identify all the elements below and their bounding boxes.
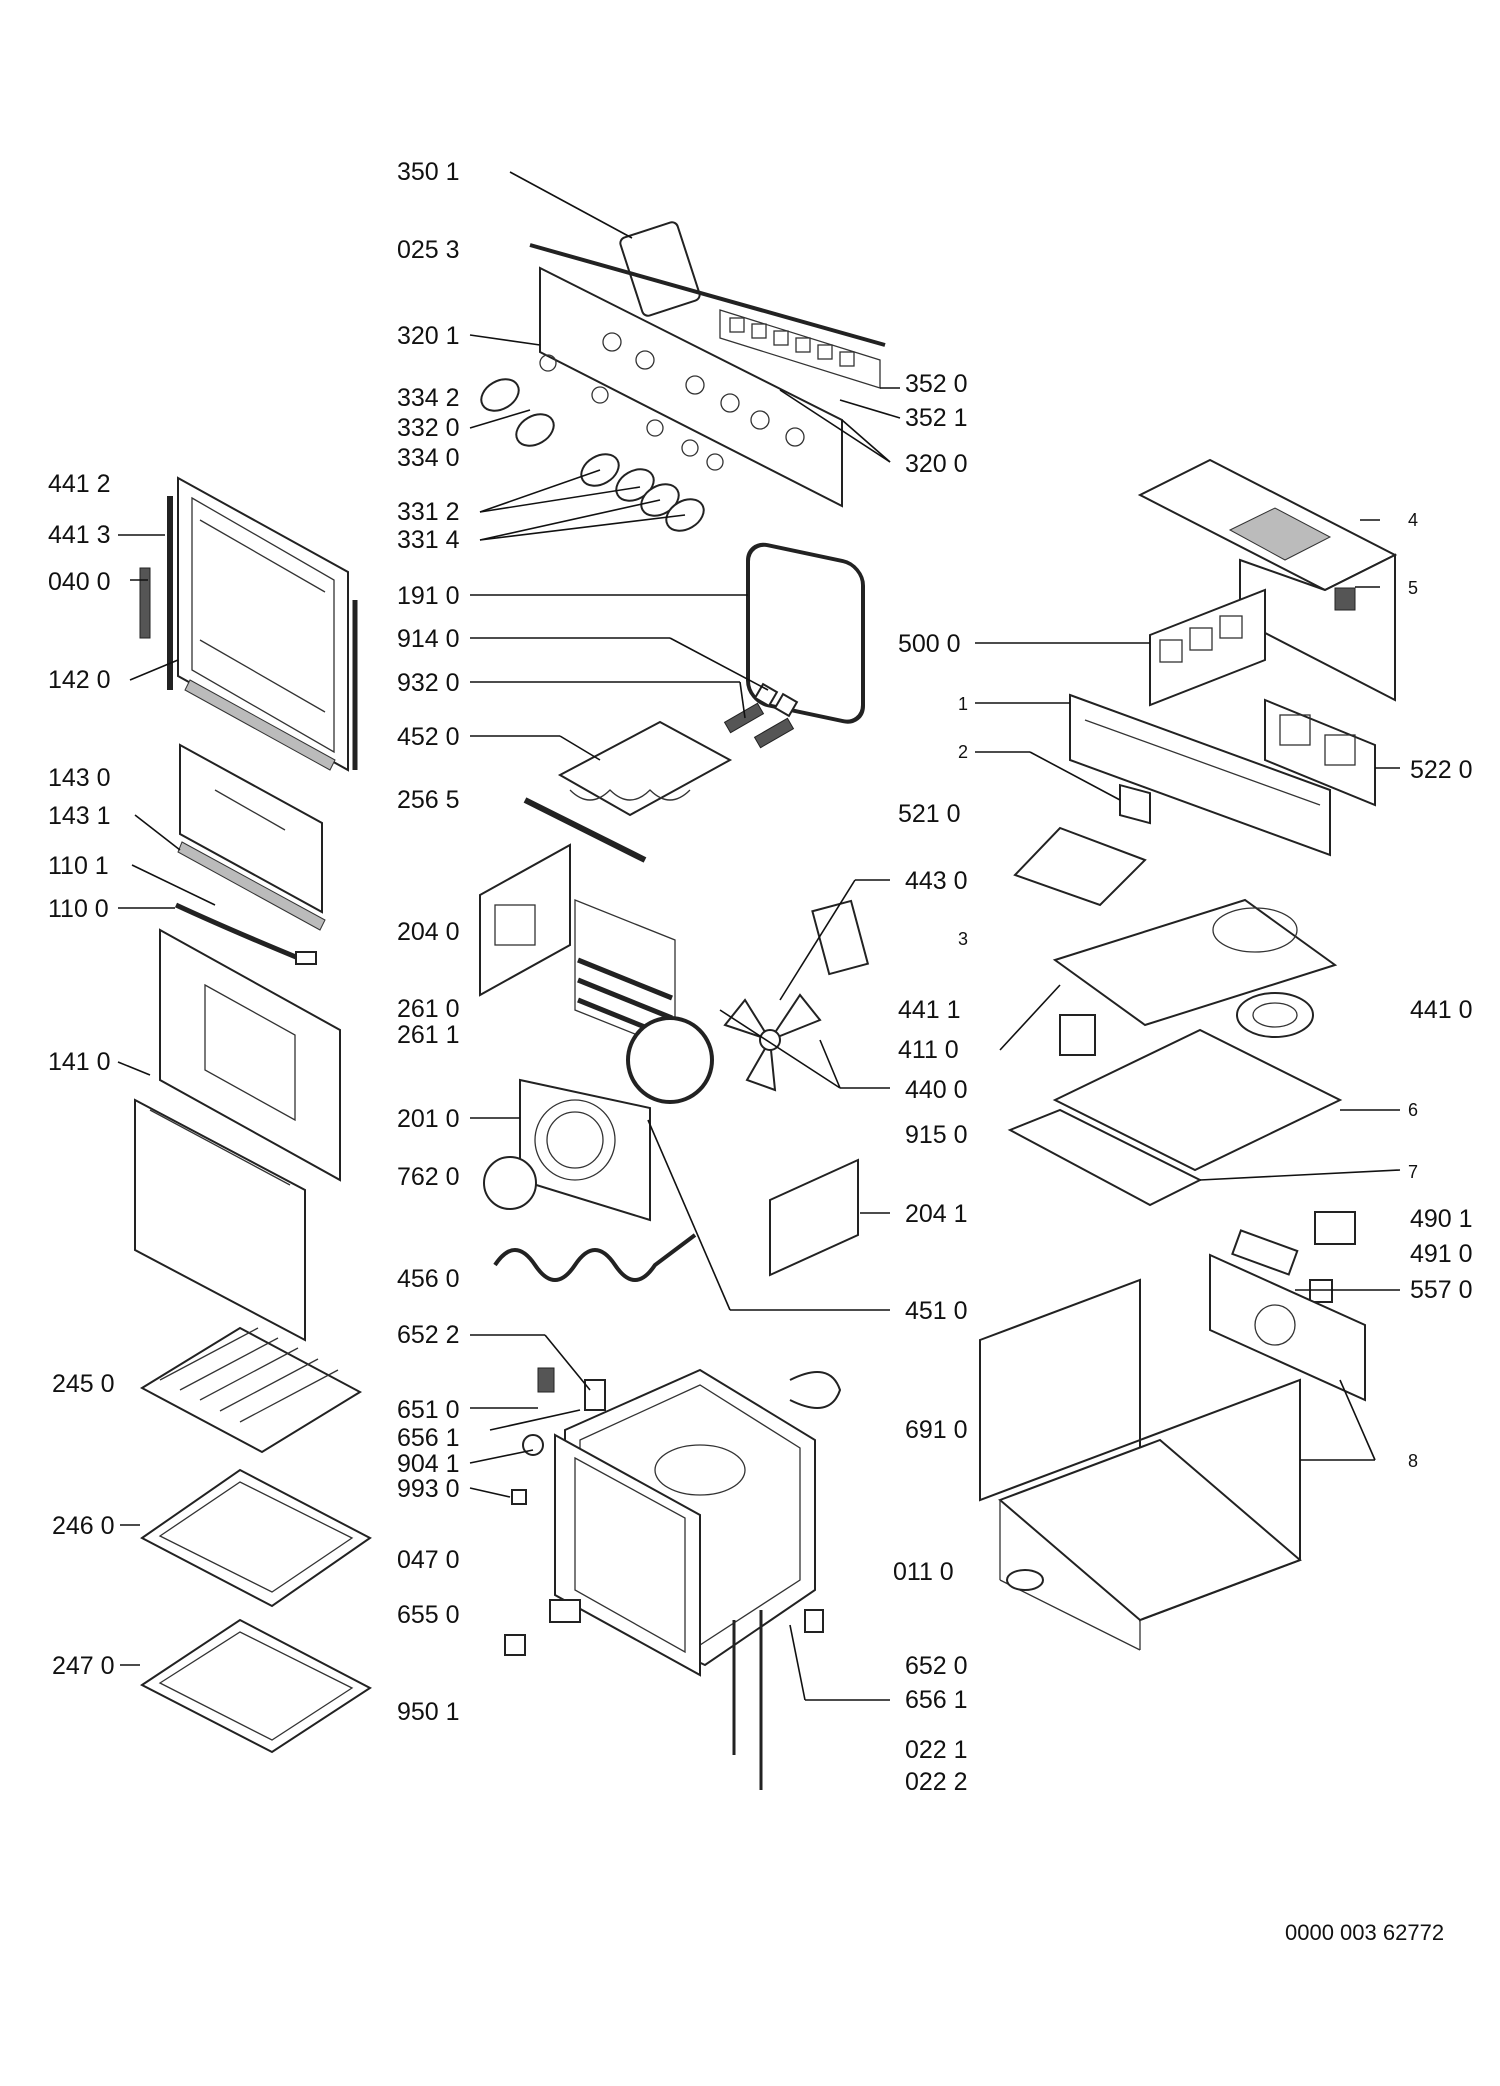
label-557-0: 557 0 [1410,1276,1473,1304]
label-652-2: 652 2 [397,1321,460,1349]
label-204-1: 204 1 [905,1200,968,1228]
label-441-1: 441 1 [898,996,961,1024]
leader-lines [117,171,1401,1701]
label-441-0: 441 0 [1410,996,1473,1024]
housing-parts [979,458,1398,1651]
label-047-0: 047 0 [397,1546,460,1574]
label-651-0: 651 0 [397,1396,460,1424]
label-352-1: 352 1 [905,404,968,432]
label-022-1: 022 1 [905,1736,968,1764]
label-143-0: 143 0 [48,764,111,792]
label-246-0: 246 0 [52,1512,115,1540]
label-352-0: 352 0 [905,370,968,398]
label-022-2: 022 2 [905,1768,968,1796]
label-n4: 4 [1408,510,1418,530]
control-panel [480,221,886,532]
label-110-0: 110 0 [48,895,109,923]
label-191-0: 191 0 [397,582,460,610]
label-n6: 6 [1408,1100,1418,1120]
label-320-1: 320 1 [397,322,460,350]
label-n5: 5 [1408,578,1418,598]
label-011-0: 011 0 [893,1558,954,1586]
label-521-0: 521 0 [898,800,961,828]
label-040-0: 040 0 [48,568,111,596]
label-n7: 7 [1408,1162,1418,1182]
label-142-0: 142 0 [48,666,111,694]
door-assembly [134,476,358,1342]
label-440-0: 440 0 [905,1076,968,1104]
label-411-0: 411 0 [898,1036,959,1064]
label-334-0: 334 0 [397,444,460,472]
label-691-0: 691 0 [905,1416,968,1444]
label-932-0: 932 0 [397,669,460,697]
label-915-0: 915 0 [905,1121,968,1149]
label-247-0: 247 0 [52,1652,115,1680]
label-331-2: 331 2 [397,498,460,526]
label-331-4: 331 4 [397,526,460,554]
label-656-1b: 656 1 [905,1686,968,1714]
part-labels: 350 1 025 3 320 1 334 2 332 0 334 0 331 … [48,158,1473,1945]
document-number: 0000 003 62772 [1285,1920,1444,1945]
label-261-1: 261 1 [397,1021,460,1049]
label-904-1: 904 1 [397,1450,460,1478]
label-914-0: 914 0 [397,625,460,653]
label-655-0: 655 0 [397,1601,460,1629]
label-143-1: 143 1 [48,802,111,830]
label-n8: 8 [1408,1451,1418,1471]
label-110-1: 110 1 [48,852,109,880]
label-441-2: 441 2 [48,470,111,498]
label-n2: 2 [958,742,968,762]
label-652-0: 652 0 [905,1652,968,1680]
label-993-0: 993 0 [397,1475,460,1503]
cavity-parts [479,542,870,1790]
label-762-0: 762 0 [397,1163,460,1191]
label-456-0: 456 0 [397,1265,460,1293]
label-490-1: 490 1 [1410,1205,1473,1233]
label-320-0: 320 0 [905,450,968,478]
label-n3: 3 [958,929,968,949]
label-656-1: 656 1 [397,1424,460,1452]
label-522-0: 522 0 [1410,756,1473,784]
label-451-0: 451 0 [905,1297,968,1325]
label-500-0: 500 0 [898,630,961,658]
label-204-0: 204 0 [397,918,460,946]
label-256-5: 256 5 [397,786,460,814]
label-443-0: 443 0 [905,867,968,895]
label-332-0: 332 0 [397,414,460,442]
label-950-1: 950 1 [397,1698,460,1726]
label-491-0: 491 0 [1410,1240,1473,1268]
label-245-0: 245 0 [52,1370,115,1398]
label-334-2: 334 2 [397,384,460,412]
label-025-3: 025 3 [397,236,460,264]
label-141-0: 141 0 [48,1048,111,1076]
label-452-0: 452 0 [397,723,460,751]
label-441-3: 441 3 [48,521,111,549]
label-n1: 1 [958,694,968,714]
oven-trays [139,1326,372,1754]
label-350-1: 350 1 [397,158,460,186]
label-261-0: 261 0 [397,995,460,1023]
label-201-0: 201 0 [397,1105,460,1133]
